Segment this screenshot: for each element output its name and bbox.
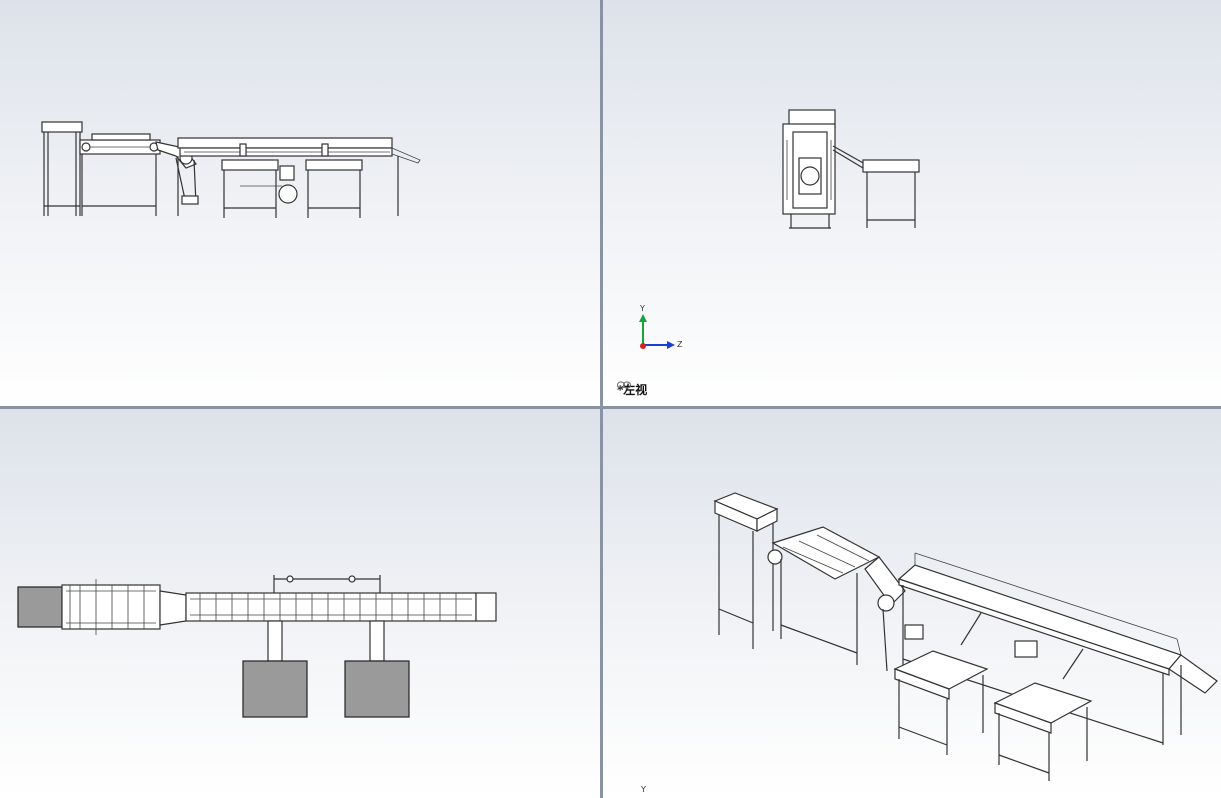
view-orientation-label[interactable]: *左视 <box>617 381 647 398</box>
viewport-isometric[interactable]: Y <box>603 409 1221 798</box>
top-view-drawing <box>17 575 497 718</box>
front-view-drawing <box>41 121 421 218</box>
coordinate-triad: Y Z <box>639 304 683 349</box>
triad-bottom-y-label: Y <box>640 785 646 794</box>
viewport-splitter-vertical[interactable] <box>600 0 603 798</box>
isometric-view-drawing <box>713 492 1218 781</box>
viewport-top[interactable] <box>0 409 600 798</box>
link-icon <box>617 381 631 389</box>
left-view-drawing <box>782 109 920 229</box>
triad-y-label: Y <box>639 304 645 313</box>
viewport-splitter-horizontal[interactable] <box>0 406 1221 409</box>
triad-z-label: Z <box>677 340 683 349</box>
viewport-front[interactable] <box>0 0 600 406</box>
viewport-left[interactable]: Y Z *左视 <box>603 0 1221 406</box>
coordinate-triad-bottom: Y <box>640 785 646 794</box>
